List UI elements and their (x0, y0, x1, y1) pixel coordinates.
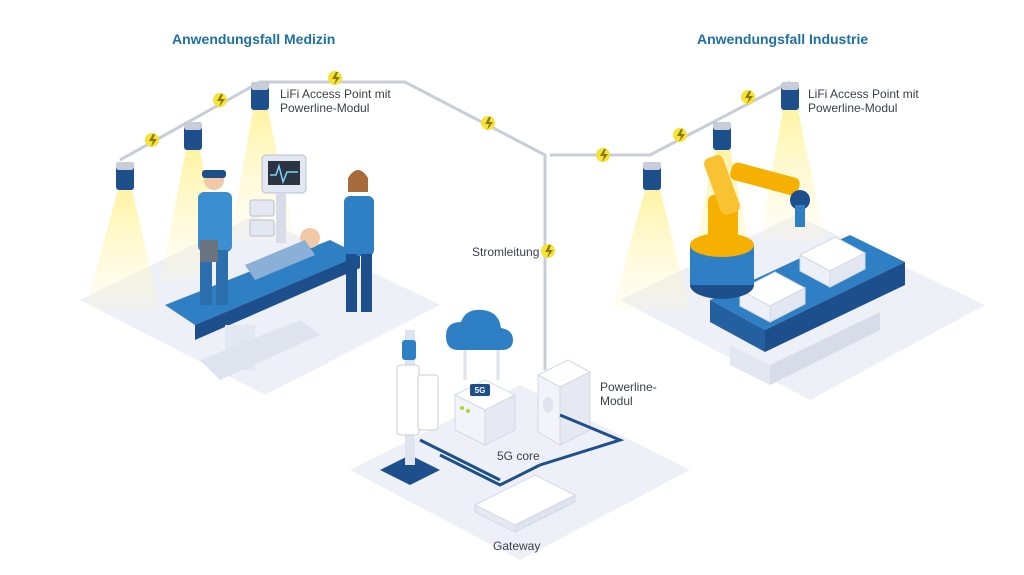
led-lamp-icon (251, 82, 269, 110)
lightning-icon (741, 90, 755, 104)
led-lamp-icon (184, 122, 202, 150)
led-lamp-icon (643, 162, 661, 190)
network-cable (439, 453, 541, 487)
label-stromleitung: Stromleitung (472, 245, 540, 259)
led-lamp-icon (713, 122, 731, 150)
label-lifi-right-line1: LiFi Access Point mit (808, 87, 919, 101)
label-gateway: Gateway (493, 539, 541, 553)
power-cable-left (119, 80, 547, 370)
label-lifi-left-line2: Powerline-Modul (280, 101, 370, 115)
label-lifi-left-line1: LiFi Access Point mit (280, 87, 391, 101)
badge-5g-bg (470, 384, 490, 396)
light-beam (760, 110, 825, 240)
network-cable (419, 438, 501, 482)
patient (245, 228, 320, 280)
label-lifi-right: LiFi Access Point mit Powerline-Modul (808, 87, 919, 115)
light-beam (85, 190, 160, 310)
lightning-icon (145, 133, 159, 147)
doctor-left (198, 170, 232, 305)
robot-arm-icon (690, 155, 810, 299)
package-box (798, 236, 867, 288)
antenna-icon (380, 330, 440, 485)
title-industrie: Anwendungsfall Industrie (697, 31, 869, 47)
core-box (453, 379, 517, 446)
lightning-icon (328, 71, 342, 85)
title-medizin: Anwendungsfall Medizin (172, 31, 336, 47)
badge-5g: 5G (475, 386, 486, 395)
nurse-right (344, 170, 374, 312)
lightning-icon (596, 148, 610, 162)
led-lamp-icon (116, 162, 134, 190)
lightning-icon (541, 244, 555, 258)
label-lifi-right-line2: Powerline-Modul (808, 101, 898, 115)
power-cable-right (550, 80, 791, 157)
label-powerline-line1: Powerline- (600, 380, 657, 394)
label-lifi-left: LiFi Access Point mit Powerline-Modul (280, 87, 391, 115)
label-powerline-line2: Modul (600, 394, 633, 408)
lightning-icon (213, 93, 227, 107)
patient-bed-icon (165, 240, 360, 380)
powerline-module (536, 359, 592, 446)
package-box (738, 271, 807, 323)
label-5g-core: 5G core (497, 449, 540, 463)
label-powerline: Powerline- Modul (600, 380, 657, 408)
light-beam (612, 190, 690, 310)
gateway-device (473, 474, 577, 533)
network-cable (539, 413, 625, 467)
led-lamp-icon (781, 82, 799, 110)
monitor-icon (249, 154, 307, 243)
cloud-icon (446, 309, 513, 380)
lightning-icon (481, 116, 495, 130)
lightning-icon (673, 128, 687, 142)
